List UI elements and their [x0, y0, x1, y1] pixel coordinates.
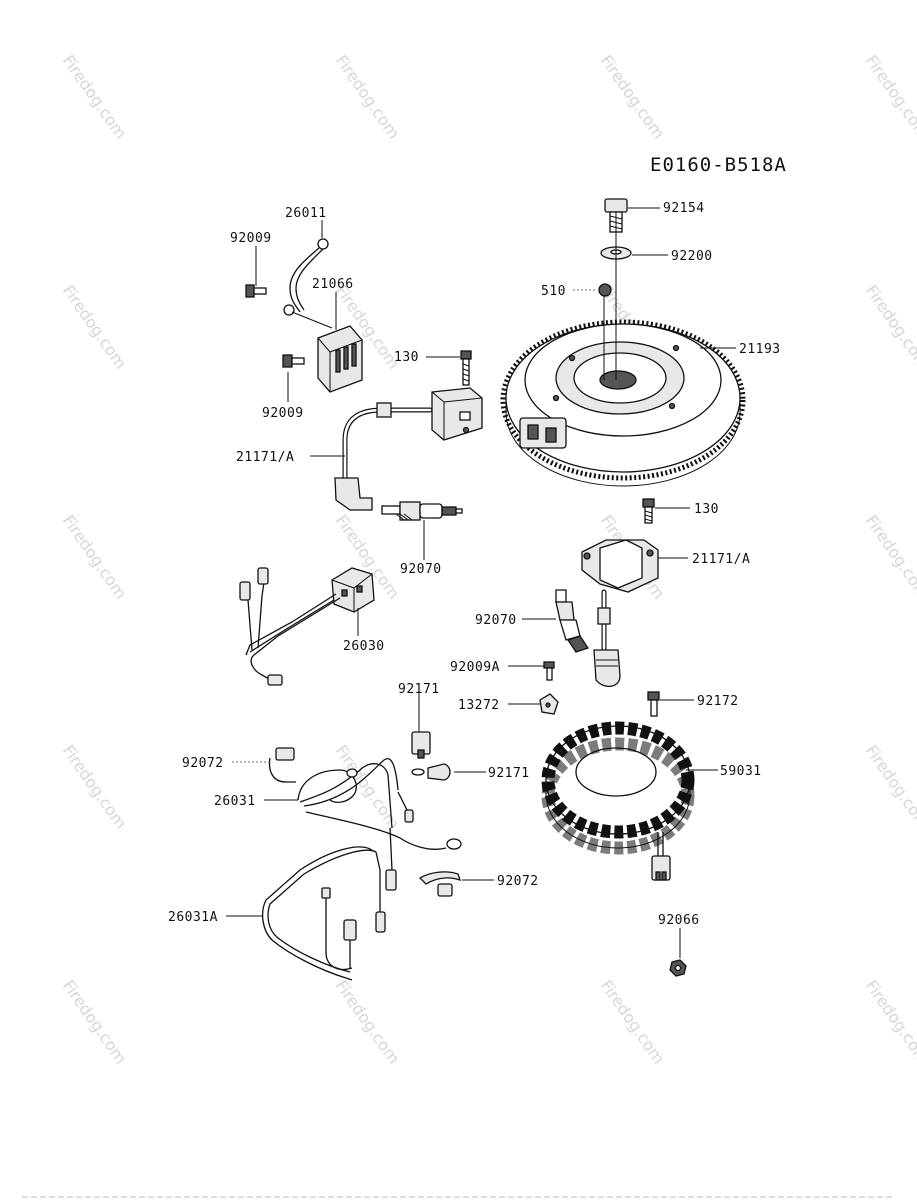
nut: [669, 959, 687, 977]
wire-harness: [261, 747, 462, 981]
callout-13272: 13272: [458, 698, 500, 713]
callout-92009: 92009: [262, 406, 304, 421]
watermark: Firedog.com: [862, 511, 917, 602]
callout-21066: 21066: [312, 277, 354, 292]
flywheel: [500, 319, 746, 487]
stator-bolt: [647, 691, 660, 717]
bracket: [539, 693, 559, 715]
watermark: Firedog.com: [862, 281, 917, 372]
callout-92072: 92072: [182, 756, 224, 771]
callout-130: 130: [694, 502, 719, 517]
harness-connector: [239, 567, 375, 686]
watermark: Firedog.com: [59, 51, 131, 142]
ground-lead: [283, 238, 333, 329]
voltage-regulator: [317, 325, 363, 393]
watermark: Firedog.com: [597, 976, 669, 1067]
watermark: Firedog.com: [59, 281, 131, 372]
callout-26031a: 26031A: [168, 910, 218, 925]
callout-92066: 92066: [658, 913, 700, 928]
watermark: Firedog.com: [862, 741, 917, 832]
callout-26031: 26031: [214, 794, 256, 809]
callout-92172: 92172: [697, 694, 739, 709]
ignition-coil-right: [539, 498, 659, 715]
screw: [245, 284, 267, 298]
flywheel-assembly: [500, 198, 746, 487]
callout-21171-a: 21171/A: [692, 552, 750, 567]
ignition-coil-left: [334, 350, 483, 521]
watermark: Firedog.com: [59, 511, 131, 602]
coil-bolt: [460, 350, 472, 386]
watermark: Firedog.com: [59, 741, 131, 832]
callout-21171-a: 21171/A: [236, 450, 294, 465]
leader-lines: [226, 207, 736, 958]
callout-92009a: 92009A: [450, 660, 500, 675]
flywheel-key: [598, 283, 612, 297]
callout-92009: 92009: [230, 231, 272, 246]
spark-plug: [381, 501, 463, 521]
callout-21193: 21193: [739, 342, 781, 357]
watermark: Firedog.com: [862, 51, 917, 142]
callout-92171: 92171: [488, 766, 530, 781]
callout-92072: 92072: [497, 874, 539, 889]
stator: [541, 691, 695, 881]
terminal-connector: [411, 731, 451, 781]
callout-92070: 92070: [400, 562, 442, 577]
callout-92200: 92200: [671, 249, 713, 264]
callout-92070: 92070: [475, 613, 517, 628]
callout-26030: 26030: [343, 639, 385, 654]
screw: [282, 354, 305, 368]
watermark: Firedog.com: [862, 976, 917, 1067]
callout-26011: 26011: [285, 206, 327, 221]
watermark: Firedog.com: [597, 51, 669, 142]
spark-plug: [555, 589, 590, 653]
watermark: Firedog.com: [332, 976, 404, 1067]
callout-labels: 26011 92009 21066 92009 130 21171/A 9207…: [168, 201, 781, 928]
callout-59031: 59031: [720, 764, 762, 779]
watermark: Firedog.com: [332, 741, 404, 832]
callout-92154: 92154: [663, 201, 705, 216]
screw: [543, 661, 555, 681]
watermark: Firedog.com: [332, 51, 404, 142]
callout-510: 510: [541, 284, 566, 299]
coil-bolt: [642, 498, 655, 524]
regulator-assembly: [245, 238, 363, 393]
callout-130: 130: [394, 350, 419, 365]
diagram-code: E0160-B518A: [650, 154, 787, 176]
watermark: Firedog.com: [59, 976, 131, 1067]
callout-92171: 92171: [398, 682, 440, 697]
